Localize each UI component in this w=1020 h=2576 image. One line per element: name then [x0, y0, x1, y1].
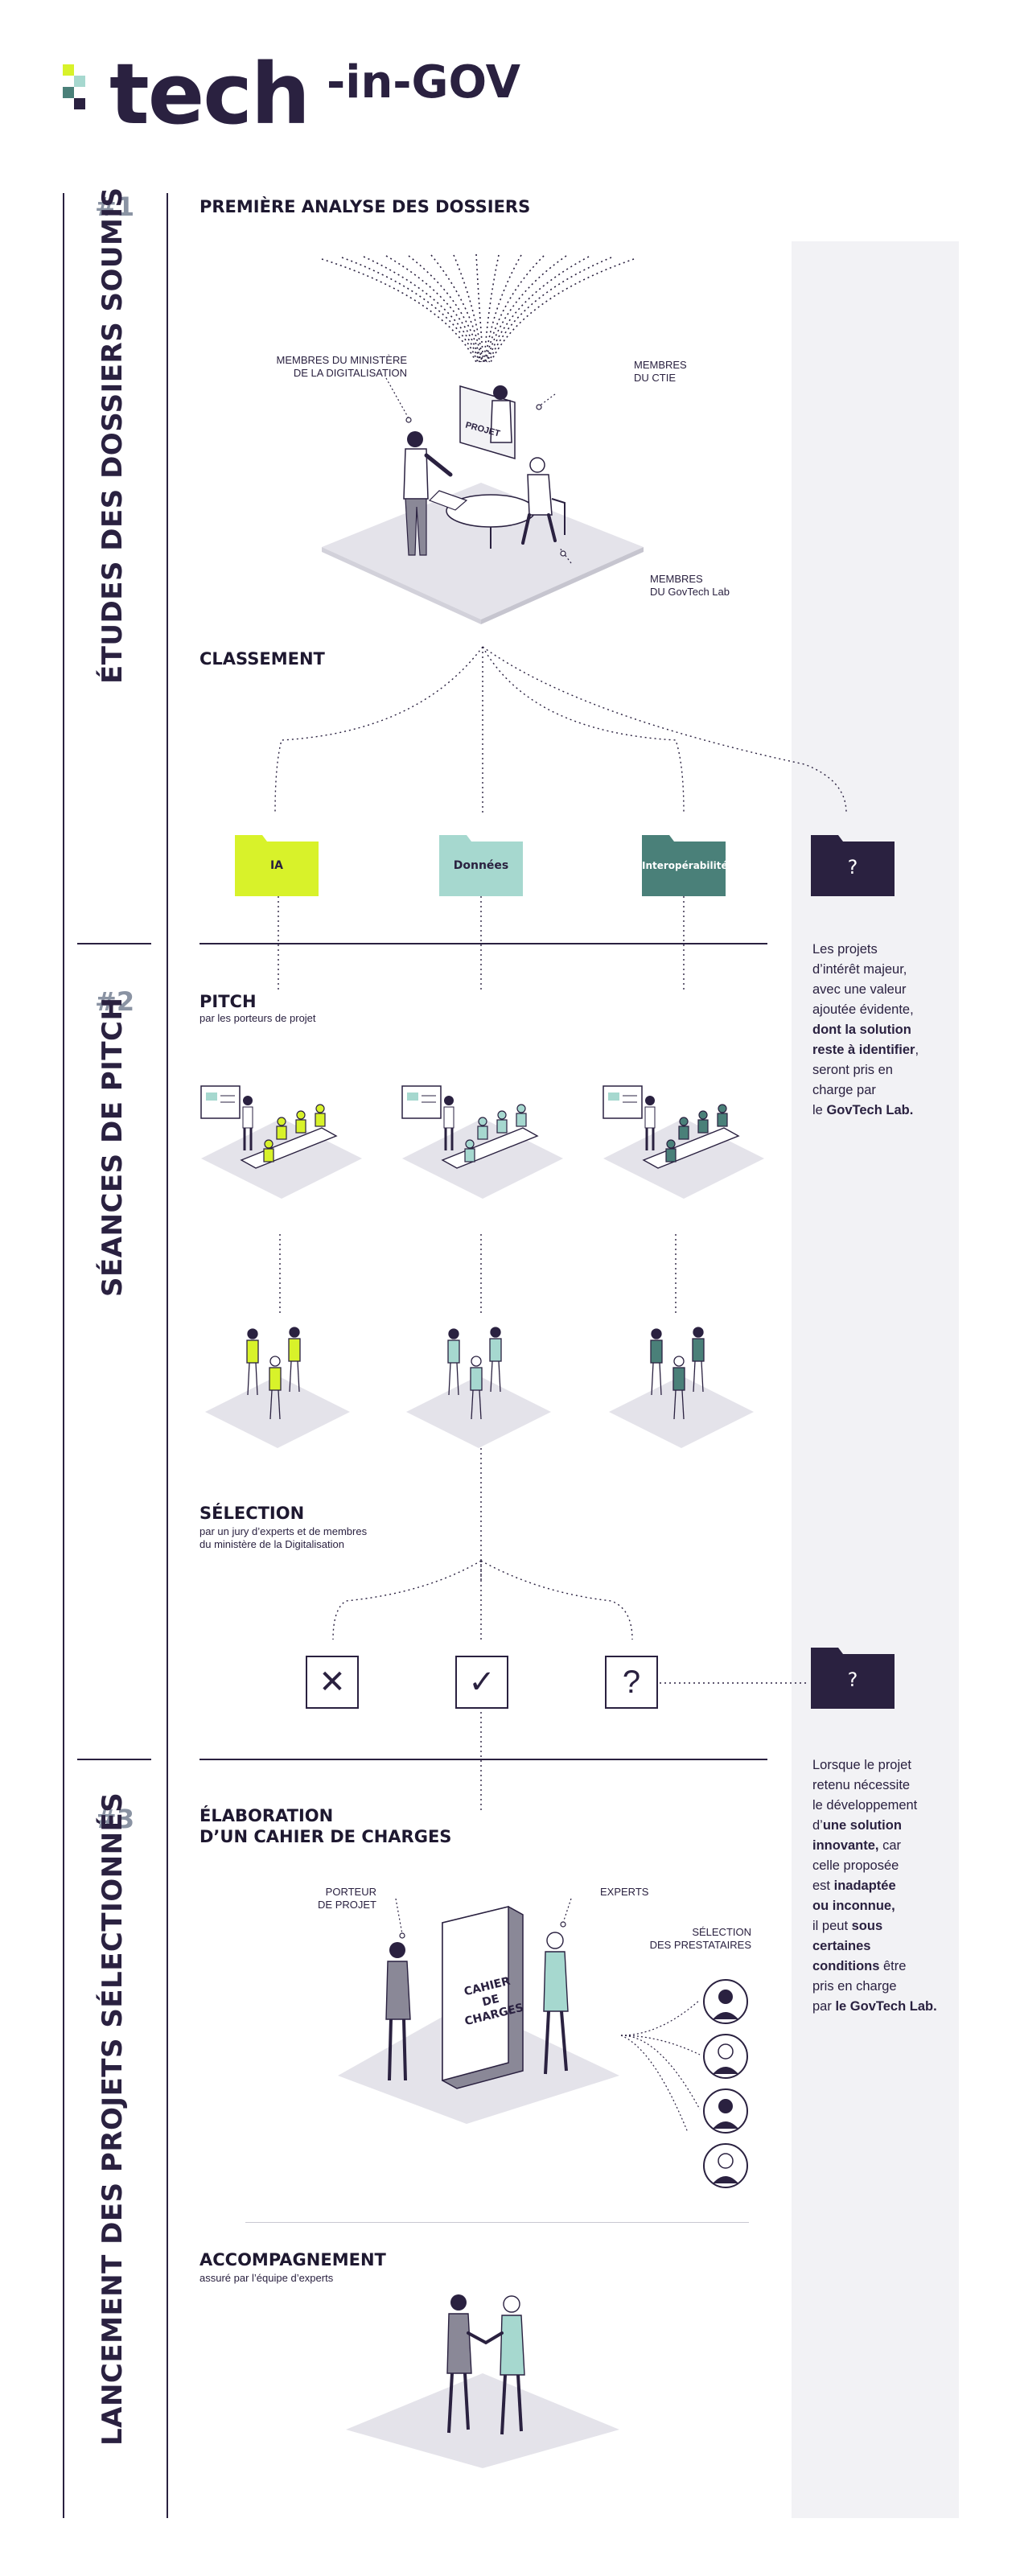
- label-porteur: PORTEUR DE PROJET: [318, 1886, 376, 1911]
- section-divider: [77, 943, 151, 944]
- section-title-2: SÉANCES DE PITCH: [97, 997, 129, 1297]
- folder-donnees-label: Données: [453, 859, 509, 872]
- folder-selection-unknown-label: ?: [847, 1669, 858, 1691]
- dossiers-funnel: [321, 253, 635, 363]
- accept-box: ✓: [455, 1656, 508, 1709]
- selection-sub: par un jury d’experts et de membres du m…: [199, 1525, 368, 1550]
- section-number-3: #3: [95, 1804, 135, 1834]
- label-ctie: MEMBRES DU CTIE: [634, 359, 687, 384]
- folder-selection-unknown-icon: [811, 1648, 895, 1709]
- cahier-heading: ÉLABORATION D’UN CAHIER DE CHARGES: [199, 1806, 452, 1846]
- content-divider-light: [245, 2222, 749, 2223]
- logo-brand: tech: [109, 45, 311, 143]
- reject-box: ✕: [306, 1656, 359, 1709]
- pitch-room-donnees: [401, 1085, 563, 1199]
- unknown-box: ?: [605, 1656, 658, 1709]
- analyse-heading: PREMIÈRE ANALYSE DES DOSSIERS: [199, 197, 531, 216]
- pitch-room-ia: [200, 1085, 362, 1199]
- side-note-1: Les projets d’intérêt majeur, avec une v…: [812, 942, 919, 1117]
- accompagnement-sub: assuré par l’équipe d’experts: [199, 2272, 334, 2284]
- logo-pixel-icon: [63, 64, 85, 109]
- group-interoperabilite: [609, 1327, 754, 1448]
- prestataire-avatar: [703, 2088, 748, 2134]
- group-ia: [205, 1327, 350, 1448]
- section-title-1: ÉTUDES DES DOSSIERS SOUMIS: [97, 187, 129, 685]
- folder-unknown-label: ?: [847, 856, 858, 879]
- section-title-3: LANCEMENT DES PROJETS SÉLECTIONNÉS: [97, 1792, 129, 2446]
- accompagnement-illustration: [346, 2294, 619, 2468]
- section-rail-right: [167, 193, 168, 2518]
- accompagnement-heading: ACCOMPAGNEMENT: [199, 2250, 386, 2269]
- pitch-room-interoperabilite: [603, 1085, 764, 1199]
- folder-ia-icon: [235, 835, 319, 896]
- selection-tree: [332, 1560, 806, 1810]
- classement-heading: CLASSEMENT: [199, 649, 325, 669]
- section-number-1: #1: [95, 191, 135, 222]
- folder-ia-label: IA: [269, 859, 284, 872]
- prestataire-avatar: [703, 2034, 748, 2079]
- label-experts: EXPERTS: [600, 1886, 649, 1898]
- classement-tree: [274, 646, 847, 813]
- prestataire-avatar: [703, 1979, 748, 2024]
- prestataire-avatar: [703, 2143, 748, 2188]
- logo-suffix: -in-GOV: [327, 56, 520, 109]
- section-number-2: #2: [95, 986, 135, 1017]
- section-divider: [77, 1759, 151, 1760]
- folder-donnees-icon: [439, 835, 523, 896]
- side-note-2: Lorsque le projet retenu nécessite le dé…: [812, 1758, 937, 2014]
- folder-interoperabilite-label: Interopérabilité: [642, 860, 728, 871]
- content-divider: [199, 943, 767, 944]
- section-rail-left: [63, 193, 64, 2518]
- content-divider: [199, 1759, 767, 1760]
- selection-heading: SÉLECTION: [199, 1504, 305, 1523]
- side-panel: [792, 241, 959, 2518]
- label-prestataires: SÉLECTION DES PRESTATAIRES: [649, 1926, 751, 1951]
- cahier-illustration: [338, 1898, 701, 2132]
- label-ministere: MEMBRES DU MINISTÈRE DE LA DIGITALISATIO…: [276, 354, 407, 379]
- group-donnees: [406, 1327, 551, 1448]
- pitch-connectors: [278, 896, 685, 1580]
- folder-interoperabilite-icon: [642, 835, 726, 896]
- folder-unknown-icon: [811, 835, 895, 896]
- label-govtech-2: DU GovTech Lab: [650, 586, 730, 598]
- label-govtech: MEMBRES DU GovTech Lab: [650, 573, 730, 598]
- pitch-sub: par les porteurs de projet: [199, 1012, 316, 1024]
- meeting-illustration: [322, 377, 644, 624]
- logo: tech -in-GOV: [61, 45, 560, 143]
- pitch-heading: PITCH: [199, 992, 257, 1011]
